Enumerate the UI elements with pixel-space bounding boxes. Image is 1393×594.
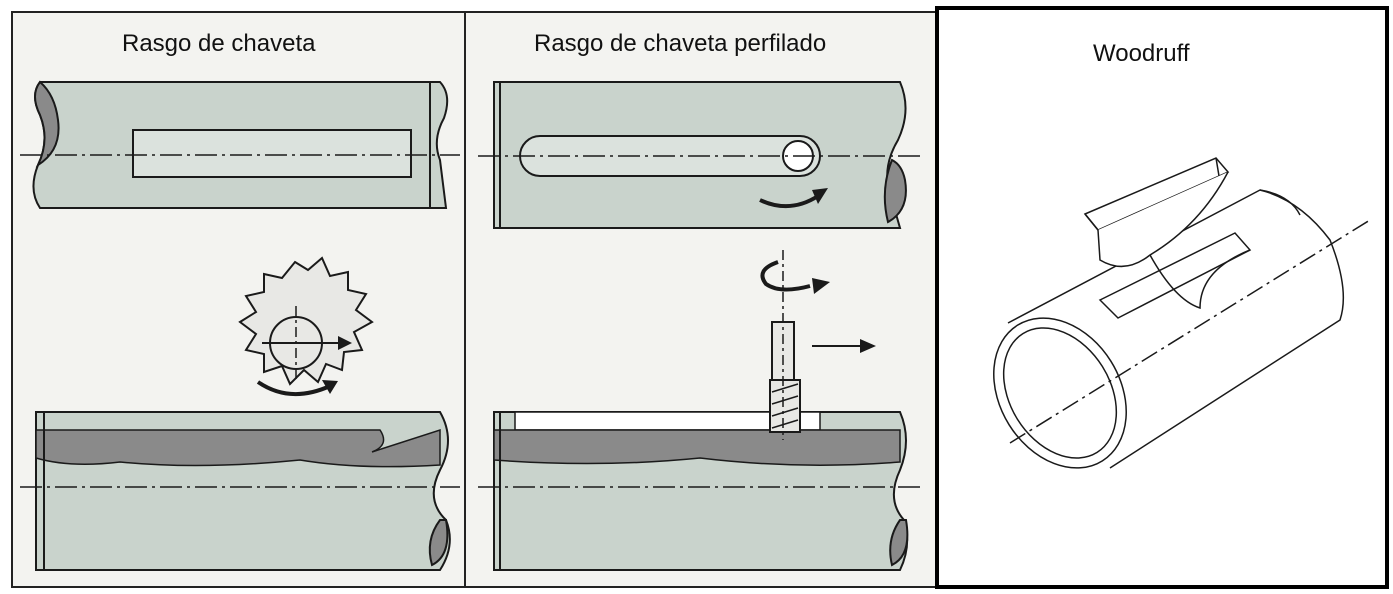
woodruff-shaft-drawing bbox=[993, 157, 1371, 469]
milling-cutter bbox=[238, 256, 374, 397]
keyway-slot bbox=[132, 129, 412, 178]
keyway-cut-shaded bbox=[35, 428, 441, 468]
panel-profiled-keyway bbox=[464, 11, 938, 588]
panel-2-title: Rasgo de chaveta perfilado bbox=[534, 30, 827, 57]
shaft-top-1 bbox=[20, 80, 460, 209]
shaft-bottom-1 bbox=[20, 411, 460, 571]
shaft-end-shaded bbox=[34, 80, 60, 168]
shaft-bottom-2 bbox=[478, 411, 920, 571]
feed-arrow-icon bbox=[812, 188, 828, 204]
panel-keyway bbox=[11, 11, 466, 588]
panel-3-title: Woodruff bbox=[1093, 40, 1190, 67]
rotate-arrow-icon bbox=[322, 380, 338, 394]
arrow-right-icon bbox=[860, 339, 876, 353]
arrow-right-icon bbox=[338, 336, 352, 350]
panel-1-title: Rasgo de chaveta bbox=[122, 30, 316, 57]
end-mill bbox=[760, 250, 876, 440]
shaft-top-2 bbox=[478, 81, 920, 229]
panel-woodruff bbox=[935, 6, 1389, 589]
panel-3-frame bbox=[935, 6, 1389, 589]
spindle-rotate-icon bbox=[812, 278, 830, 294]
